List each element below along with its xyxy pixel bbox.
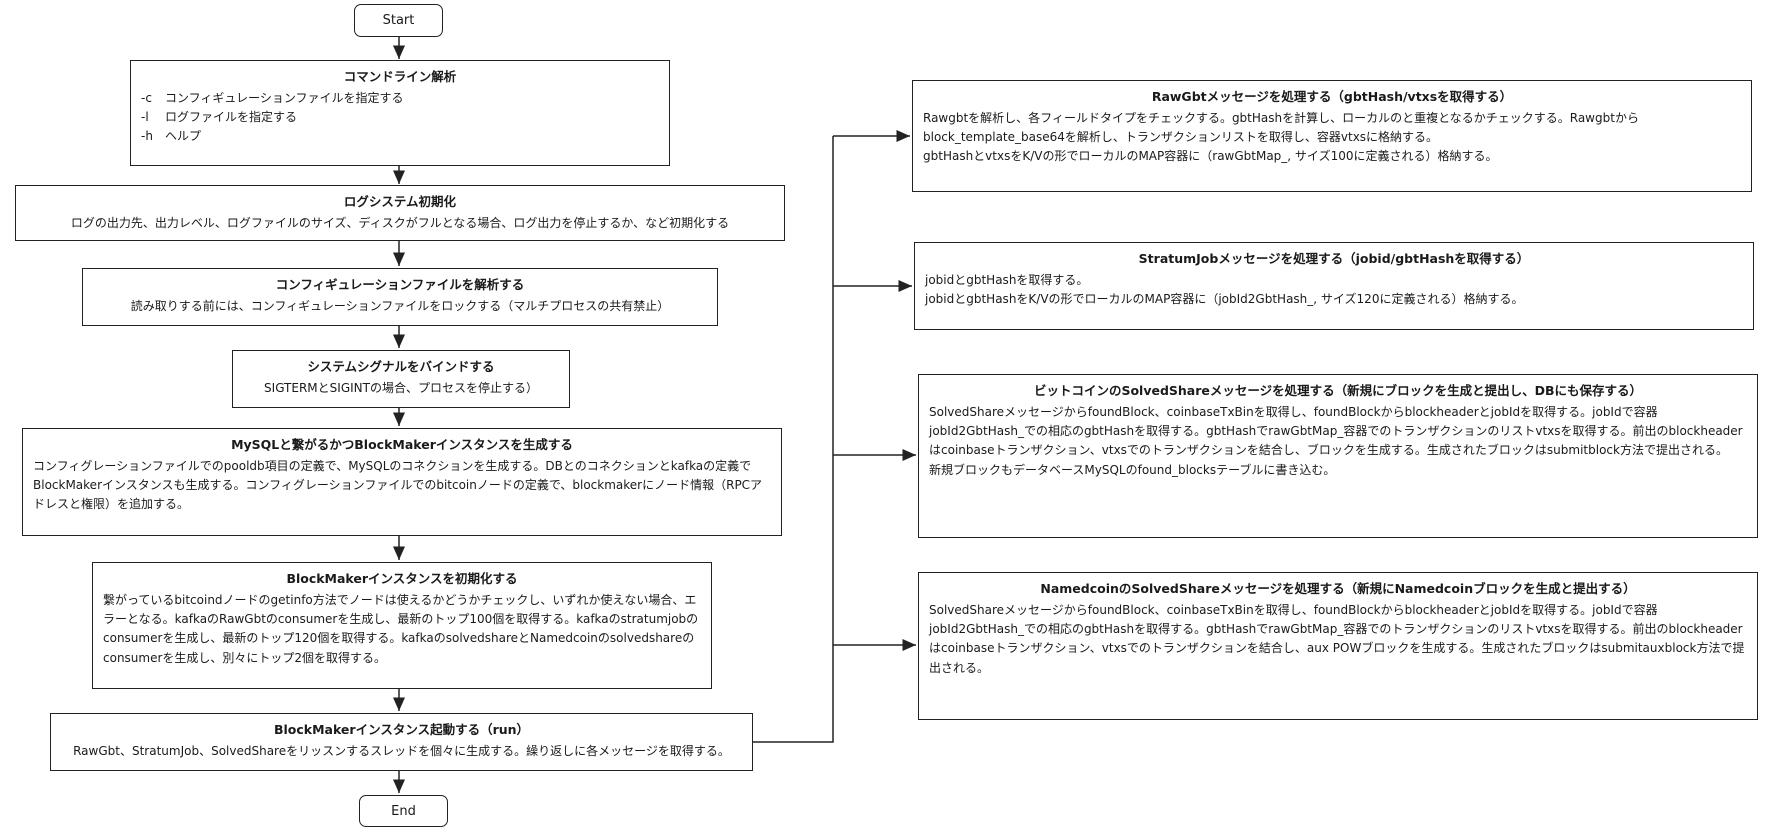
handler4-body: SolvedShareメッセージからfoundBlock、coinbaseTxB… <box>929 603 1745 675</box>
end-label: End <box>391 803 416 819</box>
option-h-text: ヘルプ <box>165 129 202 144</box>
step4-body: SIGTERMとSIGINTの場合、プロセスを停止する） <box>264 381 538 395</box>
step5-body: コンフィグレーションファイルでのpooldb項目の定義で、MySQLのコネクショ… <box>33 459 763 512</box>
step2-title: ログシステム初期化 <box>343 194 457 209</box>
handler1-title: RawGbtメッセージを処理する（gbtHash/vtxsを取得する） <box>1151 89 1513 104</box>
step6-title: BlockMakerインスタンスを初期化する <box>286 571 518 586</box>
handler-rawgbt: RawGbtメッセージを処理する（gbtHash/vtxsを取得する） Rawg… <box>912 80 1752 192</box>
option-c-text: コンフィギュレーションファイルを指定する <box>165 91 404 105</box>
step3-body: 読み取りする前には、コンフィギュレーションファイルをロックする（マルチプロセスの… <box>130 299 670 313</box>
option-l-text: ログファイルを指定する <box>165 110 298 125</box>
step3-title: コンフィギュレーションファイルを解析する <box>275 277 525 292</box>
handler2-body: jobidとgbtHashを取得する。 <box>925 273 1089 287</box>
handler3-body: SolvedShareメッセージからfoundBlock、coinbaseTxB… <box>929 405 1743 458</box>
step-parse-config: コンフィギュレーションファイルを解析する 読み取りする前には、コンフィギュレーシ… <box>82 268 718 326</box>
handler-nmc-solvedshare: NamedcoinのSolvedShareメッセージを処理する（新規にNamed… <box>918 572 1758 720</box>
option-h: -h ヘルプ <box>141 127 659 146</box>
end-terminal: End <box>359 795 448 827</box>
step7-title: BlockMakerインスタンス起動する（run） <box>273 722 530 737</box>
step-log-system-init: ログシステム初期化 ログの出力先、出力レベル、ログファイルのサイズ、ディスクがフ… <box>15 185 785 241</box>
start-terminal: Start <box>354 4 443 37</box>
handler2-title: StratumJobメッセージを処理する（jobid/gbtHashを取得する） <box>1138 251 1530 266</box>
handler1-body: Rawgbtを解析し、各フィールドタイプをチェックする。gbtHashを計算し、… <box>923 111 1639 145</box>
step-run-blockmaker: BlockMakerインスタンス起動する（run） RawGbt、Stratum… <box>50 713 753 771</box>
start-label: Start <box>382 13 415 28</box>
step2-body: ログの出力先、出力レベル、ログファイルのサイズ、ディスクがフルとなる場合、ログ出… <box>70 216 730 230</box>
step1-title: コマンドライン解析 <box>343 69 457 84</box>
handler3-title: ビットコインのSolvedShareメッセージを処理する（新規にブロックを生成と… <box>1033 383 1643 398</box>
option-h-flag: -h <box>141 129 153 144</box>
handler2-body2: jobidとgbtHashをK/Vの形でローカルのMAP容器に（jobId2Gb… <box>925 292 1524 307</box>
handler-btc-solvedshare: ビットコインのSolvedShareメッセージを処理する（新規にブロックを生成と… <box>918 374 1758 538</box>
step-command-line-parse: コマンドライン解析 -c コンフィギュレーションファイルを指定する -l ログフ… <box>130 60 670 166</box>
step7-body: RawGbt、StratumJob、SolvedShareをリッスンするスレッド… <box>73 744 730 758</box>
handler3-body2: 新規ブロックもデータベースMySQLのfound_blocksテーブルに書き込む… <box>929 462 1336 477</box>
step-bind-signals: システムシグナルをバインドする SIGTERMとSIGINTの場合、プロセスを停… <box>232 350 570 408</box>
option-l: -l ログファイルを指定する <box>141 108 659 127</box>
step-create-blockmaker: MySQLと繋がるかつBlockMakerインスタンスを生成する コンフィグレー… <box>22 428 782 536</box>
step5-title: MySQLと繋がるかつBlockMakerインスタンスを生成する <box>231 437 573 452</box>
option-l-flag: -l <box>141 110 149 125</box>
handler-stratumjob: StratumJobメッセージを処理する（jobid/gbtHashを取得する）… <box>914 242 1754 330</box>
handler4-title: NamedcoinのSolvedShareメッセージを処理する（新規にNamed… <box>1040 581 1636 596</box>
step-init-blockmaker: BlockMakerインスタンスを初期化する 繋がっているbitcoindノード… <box>92 562 712 689</box>
option-c-flag: -c <box>141 91 152 105</box>
branch-trunk <box>753 136 834 743</box>
step4-title: システムシグナルをバインドする <box>307 359 495 374</box>
step6-body: 繋がっているbitcoindノードのgetinfo方法でノードは使えるかどうかチ… <box>103 593 699 665</box>
option-c: -c コンフィギュレーションファイルを指定する <box>141 89 659 108</box>
handler1-body2: gbtHashとvtxsをK/Vの形でローカルのMAP容器に（rawGbtMap… <box>923 149 1498 164</box>
